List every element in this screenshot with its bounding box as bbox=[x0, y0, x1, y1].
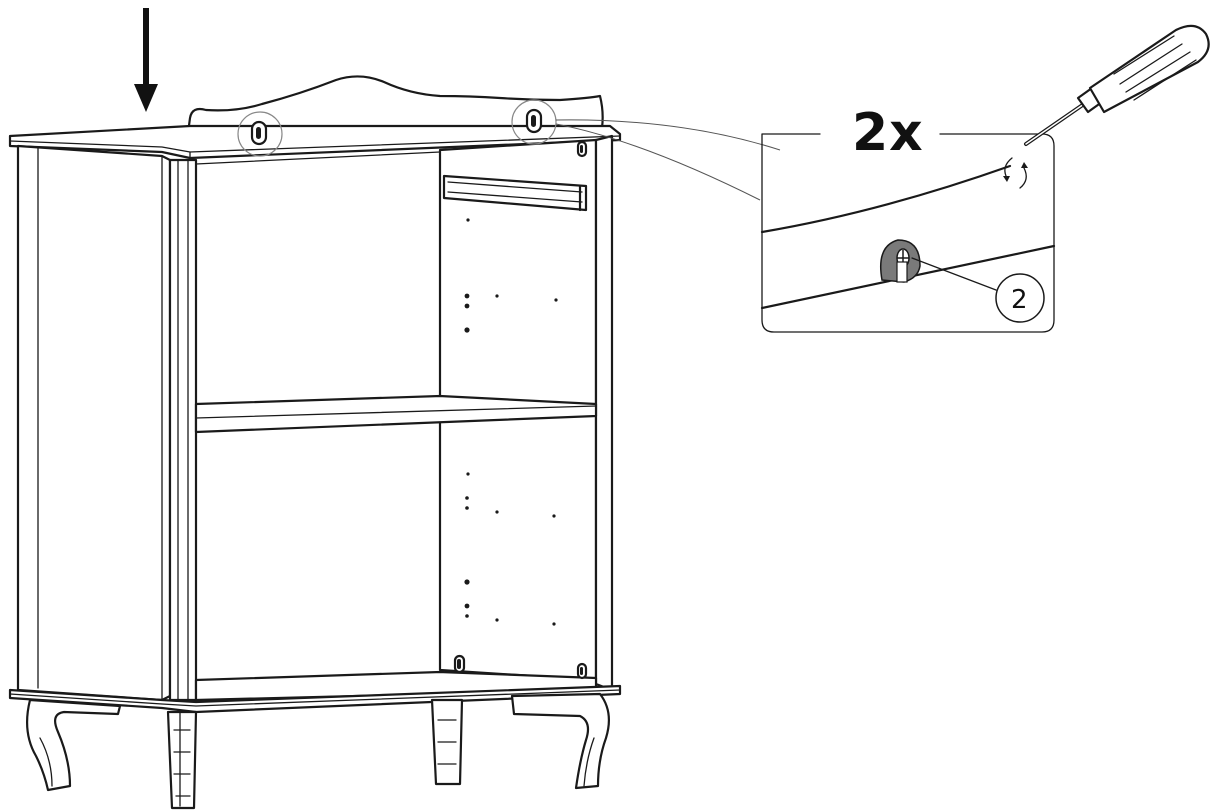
bottom-shelf bbox=[194, 670, 598, 702]
left-side-panel bbox=[16, 144, 172, 702]
part-number: 2 bbox=[1011, 285, 1028, 315]
rotate-arrows-icon bbox=[1003, 157, 1028, 189]
leg-back-right bbox=[510, 692, 611, 790]
leg-back-left bbox=[25, 698, 122, 792]
right-upright bbox=[594, 134, 614, 692]
arrow-down-icon bbox=[134, 8, 158, 112]
part-number-badge bbox=[995, 273, 1045, 323]
quantity-label: 2x bbox=[852, 103, 924, 163]
callout-leaders bbox=[555, 119, 781, 201]
detail-callout: 2x 2 bbox=[760, 103, 1056, 333]
crest-fixing-left bbox=[237, 111, 283, 157]
leg-front-right bbox=[430, 698, 464, 786]
cabinet bbox=[8, 75, 622, 810]
leg-front-left bbox=[166, 710, 198, 810]
crest-fixing-right bbox=[511, 99, 557, 145]
shelf-pin-holes bbox=[464, 218, 558, 626]
screwdriver-icon bbox=[1024, 24, 1210, 146]
screw-head bbox=[880, 239, 921, 283]
keyhole-fittings bbox=[453, 140, 588, 680]
front-left-upright bbox=[168, 158, 198, 702]
middle-shelf bbox=[194, 394, 598, 434]
